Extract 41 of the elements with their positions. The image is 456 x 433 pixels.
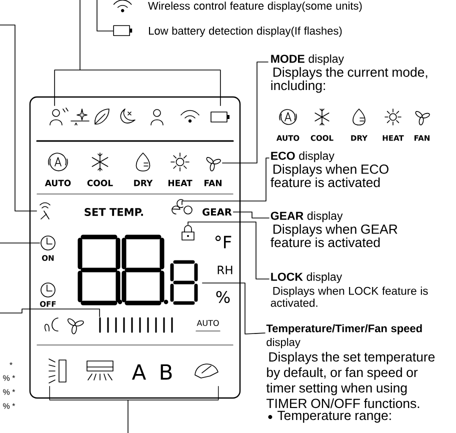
auto-label: AUTO <box>196 320 220 332</box>
annotation-text: GEAR display Displays when GEAR feature is activated <box>270 211 398 248</box>
mode-label: COOL <box>87 180 113 186</box>
leader-line <box>49 386 219 433</box>
indicator-label: °F <box>215 236 232 248</box>
leader-line <box>0 242 40 244</box>
lock-icon <box>182 225 194 240</box>
leader-line <box>232 212 270 218</box>
annotation-text: ECO display Displays when ECO feature is activated <box>270 151 388 188</box>
indicator-label: A <box>132 364 146 380</box>
indicator-label: GEAR <box>202 208 232 216</box>
digit-display-drawing <box>78 234 198 306</box>
leader-line <box>0 308 100 317</box>
fan-icon <box>206 157 221 172</box>
fan-speed-bars <box>99 317 173 333</box>
leader-line <box>54 0 221 106</box>
leader-line <box>222 62 268 164</box>
indicator-label: SET TEMP. <box>84 208 143 216</box>
clock-icon <box>40 236 56 250</box>
annotation-text: Temperature/Timer/Fan speed display Displays the set temperature by default, or fan speed or timer setting when using TIMER ON/OFF functions. Temperature range: <box>266 324 435 423</box>
note-mark: * <box>10 362 12 366</box>
note-mark: % * <box>3 403 16 409</box>
annotation-text: MODE display Displays the current mode, including: <box>271 54 428 93</box>
mode-label: DRY <box>134 180 153 186</box>
mode-label: AUTO <box>44 180 71 186</box>
eco-icon <box>172 199 192 214</box>
leader-line <box>188 222 270 280</box>
indicator-label: % <box>216 290 230 304</box>
mode-label: HEAT <box>168 180 192 186</box>
leader-line <box>202 282 266 334</box>
leader-line <box>182 158 270 205</box>
annotation-text: LOCK display Displays when LOCK feature is activated. <box>270 272 428 307</box>
indicator-label: B <box>160 364 172 380</box>
annotation-text: Low battery detection display(If flashes) <box>113 25 342 37</box>
mode-label: FAN <box>204 180 222 186</box>
indicator-label: RH <box>218 266 232 274</box>
leader-line <box>96 0 114 32</box>
note-mark: % * <box>3 375 16 381</box>
note-mark: % * <box>3 389 16 395</box>
leader-line <box>0 24 37 212</box>
antenna-icon <box>40 202 50 220</box>
